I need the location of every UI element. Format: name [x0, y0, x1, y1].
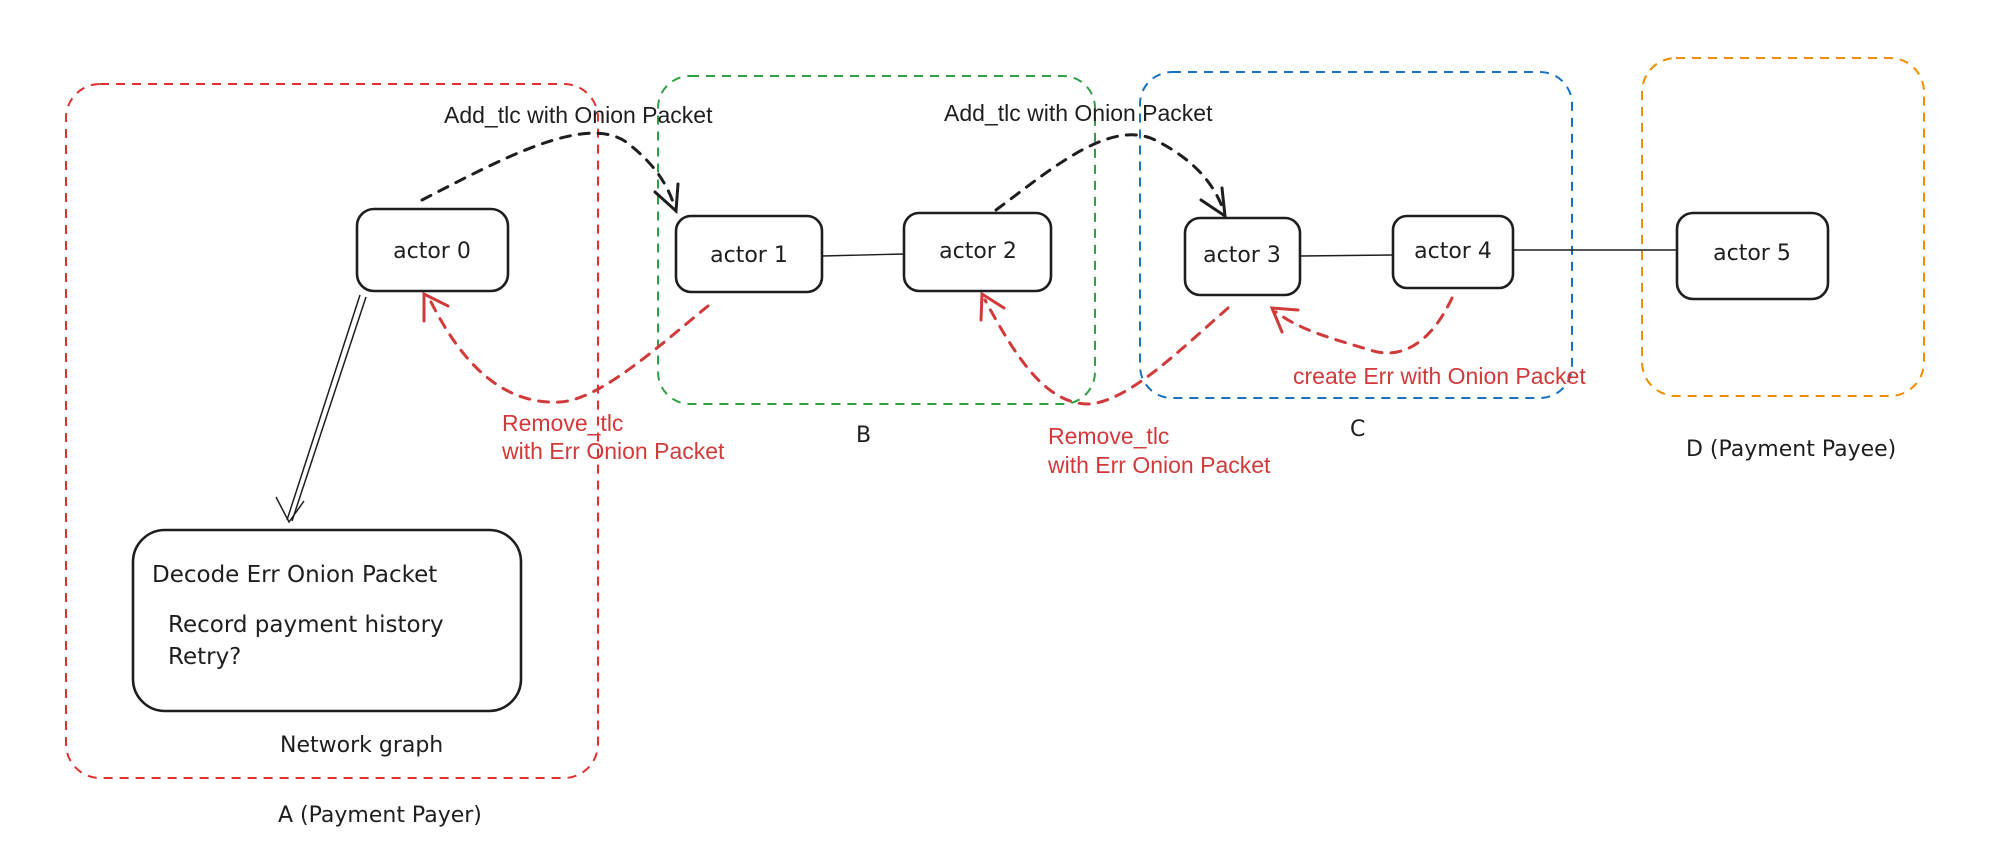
group-d-container — [1641, 57, 1925, 397]
actor-4-label: actor 4 — [1414, 239, 1492, 264]
create-err-arrowhead — [1269, 306, 1300, 334]
add-tlc-arrowhead-1 — [653, 182, 680, 215]
remove-tlc-arrow-2 — [983, 298, 1230, 406]
decoder-line-1: Decode Err Onion Packet — [152, 562, 437, 588]
group-a-label: A (Payment Payer) — [278, 803, 482, 828]
add-tlc-arrow-1 — [420, 131, 677, 210]
group-c-container — [1139, 71, 1573, 399]
actor-3-label: actor 3 — [1203, 243, 1281, 268]
add-tlc-label-2: Add_tlc with Onion Packet — [944, 100, 1213, 126]
remove-tlc-label-2-line1: Remove_tlc — [1048, 423, 1169, 449]
add-tlc-arrow-2 — [994, 133, 1226, 214]
remove-tlc-arrowhead-2 — [979, 291, 1006, 322]
create-err-label: create Err with Onion Packet — [1293, 363, 1586, 389]
decoder-line-2: Record payment history — [168, 612, 444, 638]
actor-2-label: actor 2 — [939, 239, 1017, 264]
decoder-line-3: Retry? — [168, 644, 241, 670]
link-actor3-actor4 — [1299, 254, 1394, 257]
group-a-container — [65, 83, 599, 779]
actor-1-node[interactable]: actor 1 — [674, 214, 824, 294]
actor-0-node[interactable]: actor 0 — [355, 207, 510, 293]
remove-tlc-label-2-line2: with Err Onion Packet — [1047, 452, 1271, 478]
actor-0-label: actor 0 — [393, 239, 471, 264]
group-b-label: B — [856, 423, 871, 448]
group-c-label: C — [1350, 417, 1365, 442]
actor-3-node[interactable]: actor 3 — [1183, 216, 1302, 297]
remove-tlc-arrowhead-1 — [422, 291, 450, 323]
link-actor1-actor2 — [821, 253, 905, 257]
remove-tlc-label-1-line1: Remove_tlc — [502, 410, 623, 436]
network-graph-label: Network graph — [280, 733, 443, 758]
remove-tlc-arrow-1 — [428, 298, 710, 404]
remove-tlc-label-1-line2: with Err Onion Packet — [501, 438, 725, 464]
actor0-to-decoder-arrow — [286, 294, 367, 522]
add-tlc-arrowhead-2 — [1199, 186, 1227, 220]
actor-1-label: actor 1 — [710, 243, 788, 268]
create-err-arrow — [1274, 296, 1454, 355]
actor-2-node[interactable]: actor 2 — [902, 211, 1053, 293]
actor-5-label: actor 5 — [1713, 241, 1791, 266]
decoder-box: Decode Err Onion Packet Record payment h… — [131, 528, 523, 713]
actor-5-node[interactable]: actor 5 — [1675, 211, 1830, 301]
actor-4-node[interactable]: actor 4 — [1391, 214, 1515, 290]
actor0-to-decoder-arrowhead — [275, 496, 305, 524]
add-tlc-label-1: Add_tlc with Onion Packet — [444, 102, 713, 128]
group-d-label: D (Payment Payee) — [1686, 437, 1896, 462]
